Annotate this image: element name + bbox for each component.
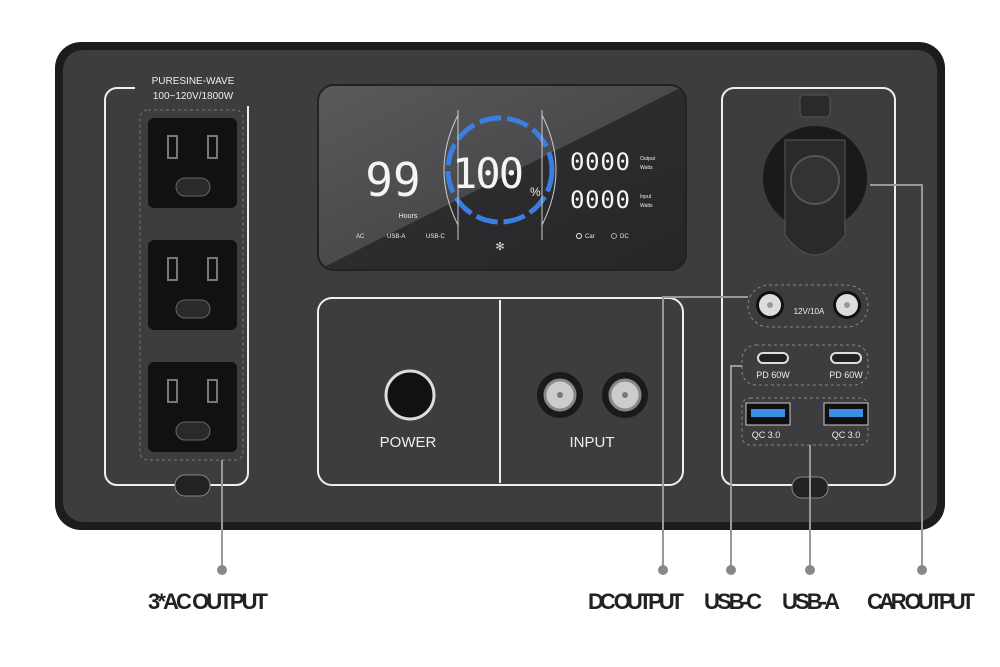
output-label: Output	[640, 156, 656, 162]
input-label: Input	[640, 194, 652, 200]
callout-car-output: CAR OUTPUT	[867, 589, 976, 614]
control-panel: POWER INPUT	[317, 297, 684, 486]
power-label: POWER	[380, 434, 437, 451]
input-label: INPUT	[570, 434, 615, 451]
callout-ac-output: 3*AC OUTPUT	[148, 589, 269, 614]
ac-outlet[interactable]	[148, 118, 237, 208]
callout-lines	[221, 184, 923, 568]
usb-a-port[interactable]	[823, 402, 869, 426]
usb-a-label: QC 3.0	[752, 430, 781, 440]
dc-port[interactable]	[756, 291, 784, 319]
hours-label: Hours	[399, 213, 418, 220]
ac-spec-line2: 100~120V/1800W	[153, 91, 234, 102]
dc-port-label: 12V/10A	[794, 307, 825, 316]
dc-port[interactable]	[833, 291, 861, 319]
callout-dots	[217, 565, 927, 575]
input-unit: Watts	[640, 203, 653, 209]
indicator-dc: DC	[620, 234, 629, 240]
output-unit: Watts	[640, 165, 653, 171]
battery-unit: %	[530, 185, 541, 199]
input-watts-value: 0000	[570, 186, 630, 214]
ac-spec-line1: PURESINE-WAVE	[152, 76, 235, 87]
hours-value: 99	[365, 153, 420, 207]
battery-value: 100	[452, 149, 524, 198]
ac-outlet[interactable]	[148, 240, 237, 330]
lcd-display: 99 Hours 100 % ✻ 0000 Output Watts 0000 …	[317, 84, 687, 271]
indicator-usb-c: USB-C	[426, 234, 445, 240]
indicator-car: Car	[585, 234, 595, 240]
usb-c-label: PD 60W	[829, 370, 863, 380]
callout-usb-a: USB-A	[782, 589, 840, 614]
fan-icon: ✻	[495, 241, 504, 253]
usb-c-label: PD 60W	[756, 370, 790, 380]
usb-a-label: QC 3.0	[832, 430, 861, 440]
power-button[interactable]	[384, 369, 436, 421]
callout-dc-output: DC OUTPUT	[588, 589, 685, 614]
input-port[interactable]	[602, 372, 648, 418]
indicator-ac: AC	[356, 234, 365, 240]
indicator-usb-a: USB-A	[387, 234, 405, 240]
ac-panel: PURESINE-WAVE 100~120V/1800W	[104, 74, 250, 497]
car-socket[interactable]	[763, 94, 867, 256]
usb-c-port[interactable]	[830, 352, 862, 364]
dc-panel: 12V/10A PD 60W PD 60W QC 3.0 QC 3.0	[721, 87, 896, 499]
callout-usb-c: USB-C	[704, 589, 762, 614]
input-port[interactable]	[537, 372, 583, 418]
usb-c-port[interactable]	[757, 352, 789, 364]
ac-outlet[interactable]	[148, 362, 237, 452]
usb-a-port[interactable]	[745, 402, 791, 426]
ac-button[interactable]	[174, 474, 211, 497]
output-watts-value: 0000	[570, 148, 630, 176]
